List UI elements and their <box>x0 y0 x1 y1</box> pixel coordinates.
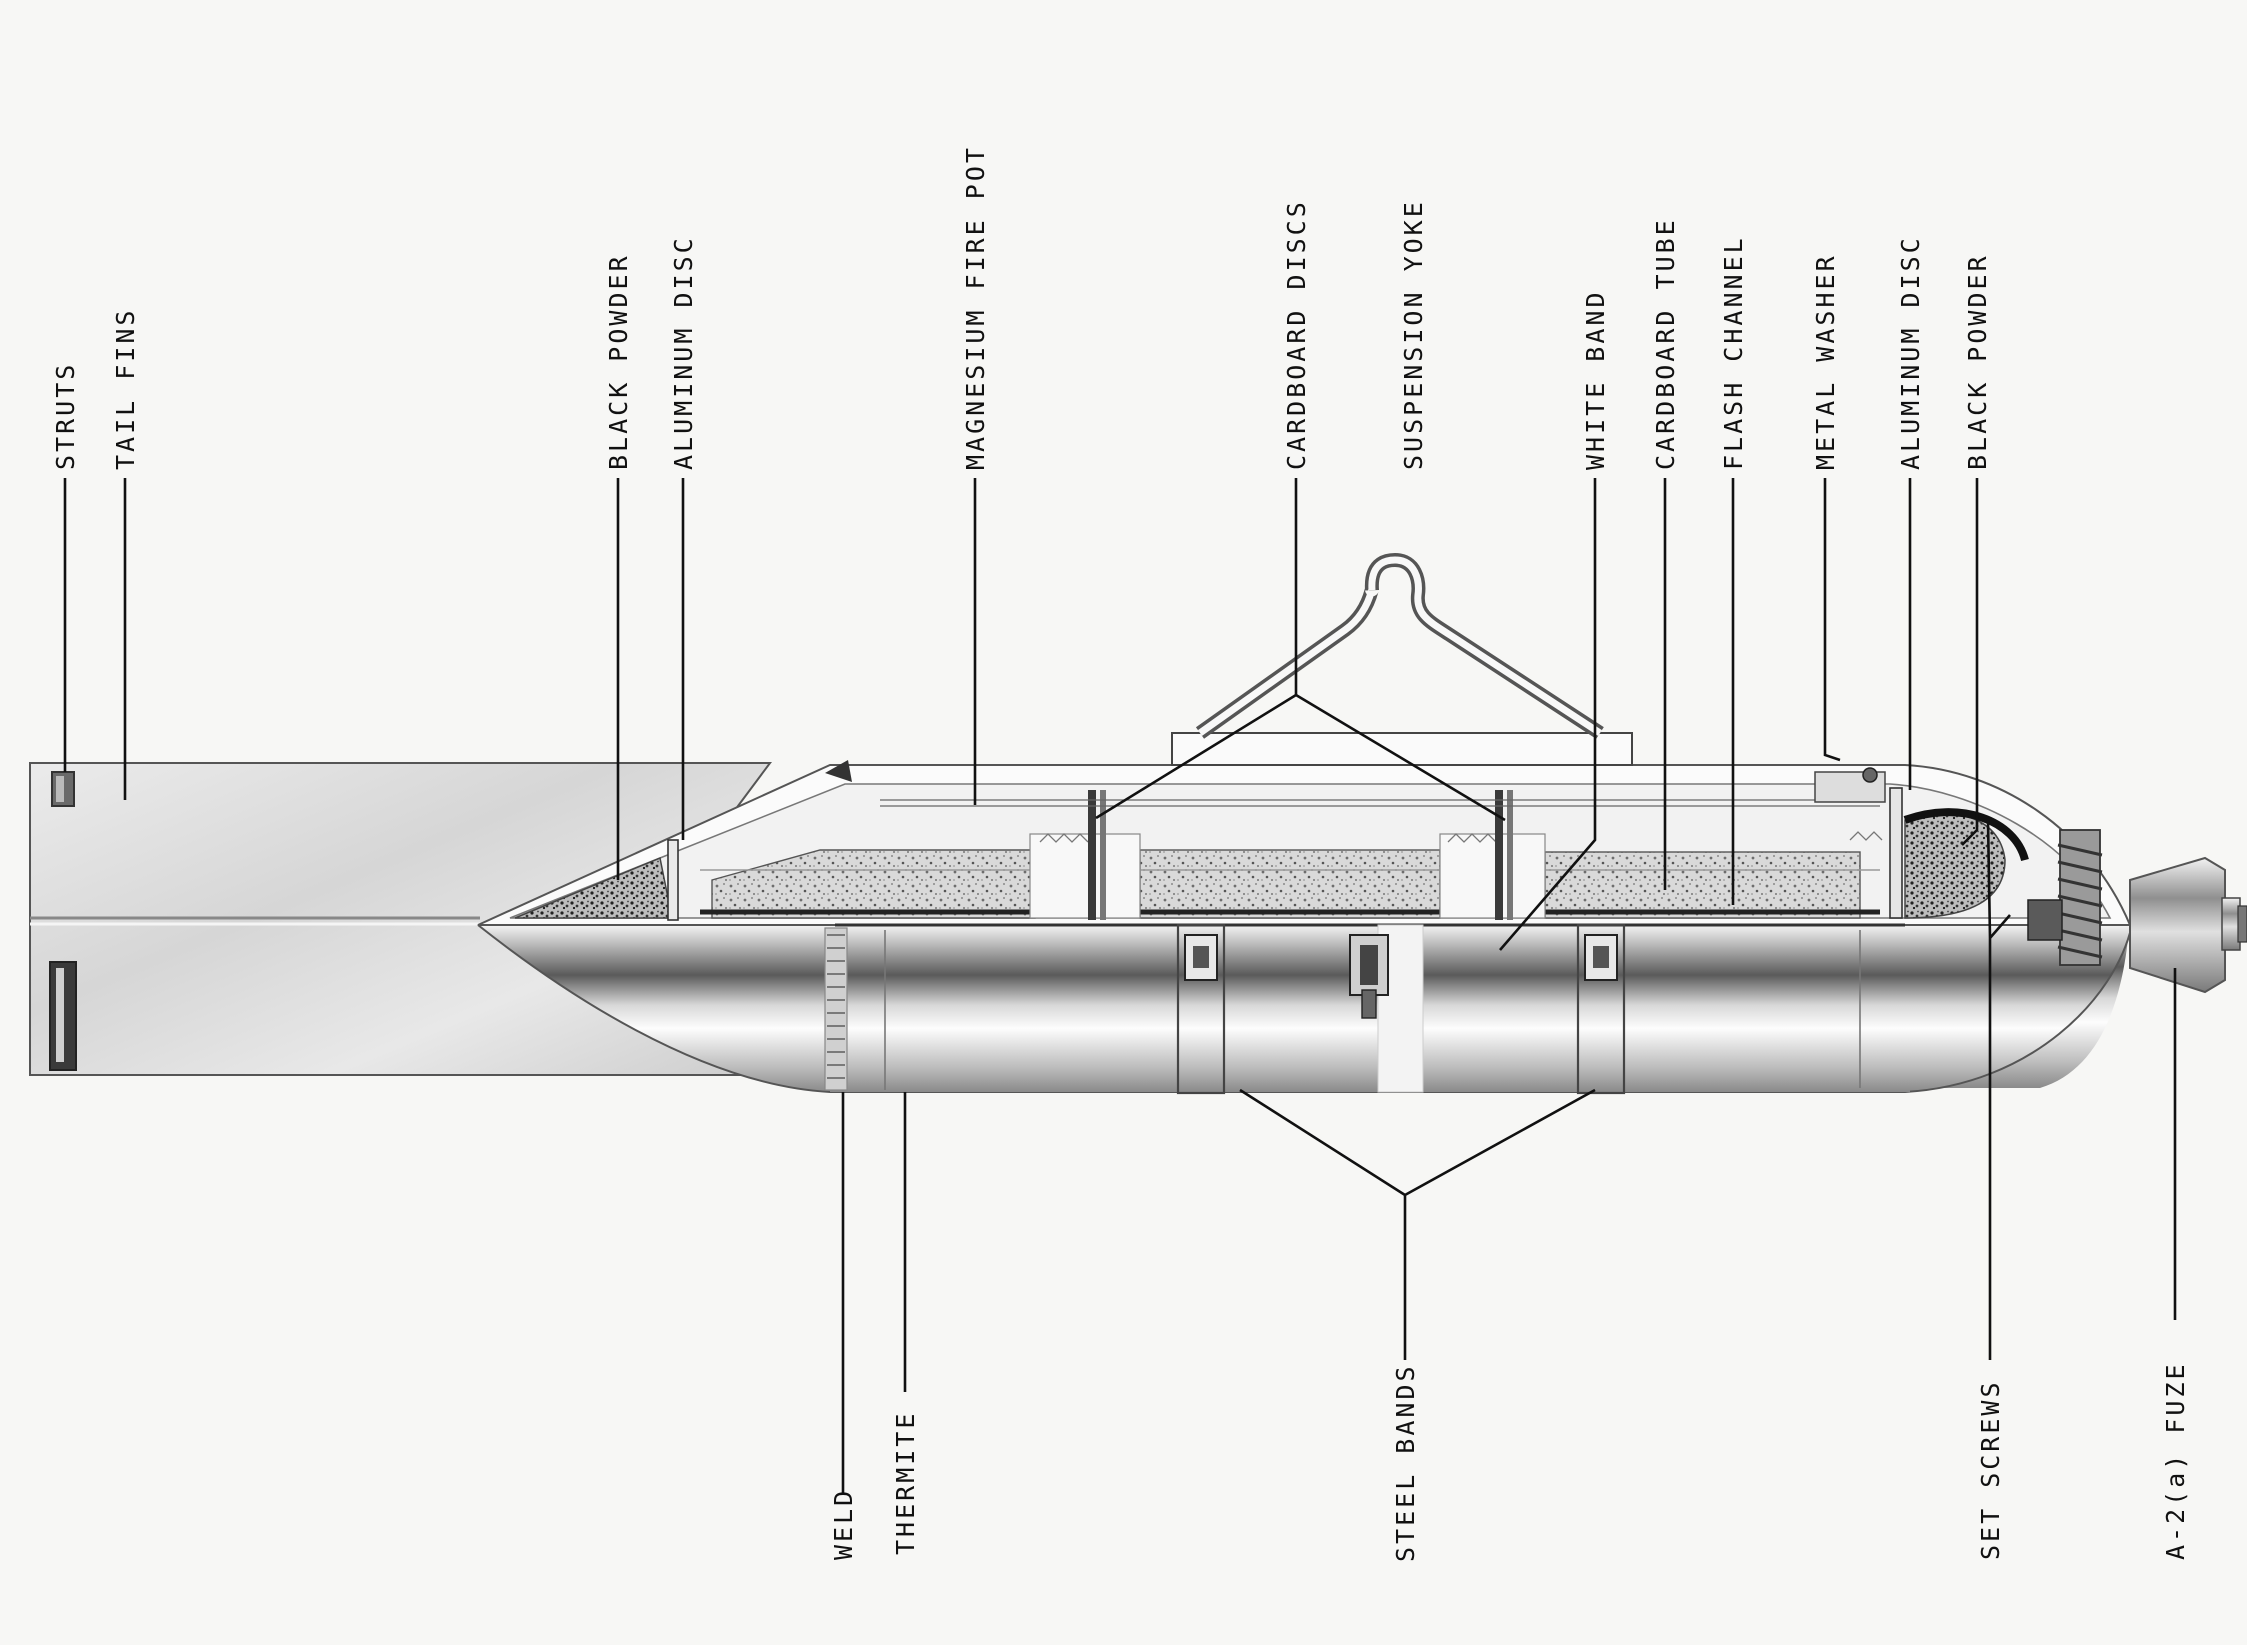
bomb-body <box>477 764 2133 1093</box>
fuze-thread <box>2027 829 2103 966</box>
suspension-lug <box>1349 934 1389 1019</box>
label-weld: WELD <box>829 1488 858 1560</box>
tail-cone-tip <box>825 760 852 782</box>
steel-band <box>1176 923 1226 1095</box>
label-aluminum-disc-front: ALUMINUM DISC <box>1896 235 1925 470</box>
label-aluminum-disc-rear: ALUMINUM DISC <box>669 235 698 470</box>
rear-black-powder-charge <box>514 856 673 919</box>
weld-seam <box>824 927 848 1091</box>
front-black-powder-charge <box>1903 808 2029 919</box>
leader-lines <box>63 478 2177 1495</box>
fuze <box>2129 856 2247 994</box>
label-metal-washer: METAL WASHER <box>1811 253 1840 470</box>
magnesium-fire-pot <box>700 831 1883 919</box>
flash-channel <box>880 799 1880 807</box>
label-cardboard-discs: CARDBOARD DISCS <box>1282 199 1311 470</box>
label-suspension-yoke: SUSPENSION YOKE <box>1399 199 1428 470</box>
label-magnesium-fire-pot: MAGNESIUM FIRE POT <box>961 145 990 470</box>
rear-aluminum-disc <box>667 839 679 921</box>
label-black-powder-rear: BLACK POWDER <box>604 253 633 470</box>
label-fuze: A-2(a) FUZE <box>2161 1361 2190 1560</box>
strut <box>51 771 75 807</box>
suspension-yoke <box>1171 552 1633 766</box>
thermite-charge <box>711 849 1861 919</box>
strut-lower <box>49 961 77 1071</box>
steel-band <box>1576 923 1626 1095</box>
label-set-screws: SET SCREWS <box>1976 1379 2005 1560</box>
front-aluminum-disc <box>1889 787 1903 919</box>
metal-washer <box>1814 767 1886 803</box>
cardboard-discs <box>1088 790 1513 920</box>
label-flash-channel: FLASH CHANNEL <box>1719 235 1748 470</box>
label-struts: STRUTS <box>51 362 80 470</box>
label-thermite: THERMITE <box>891 1411 920 1555</box>
label-white-band: WHITE BAND <box>1581 289 1610 470</box>
label-black-powder-front: BLACK POWDER <box>1963 253 1992 470</box>
label-tail-fins: TAIL FINS <box>111 308 140 470</box>
label-cardboard-tube: CARDBOARD TUBE <box>1651 217 1680 470</box>
label-steel-bands: STEEL BANDS <box>1391 1363 1420 1562</box>
